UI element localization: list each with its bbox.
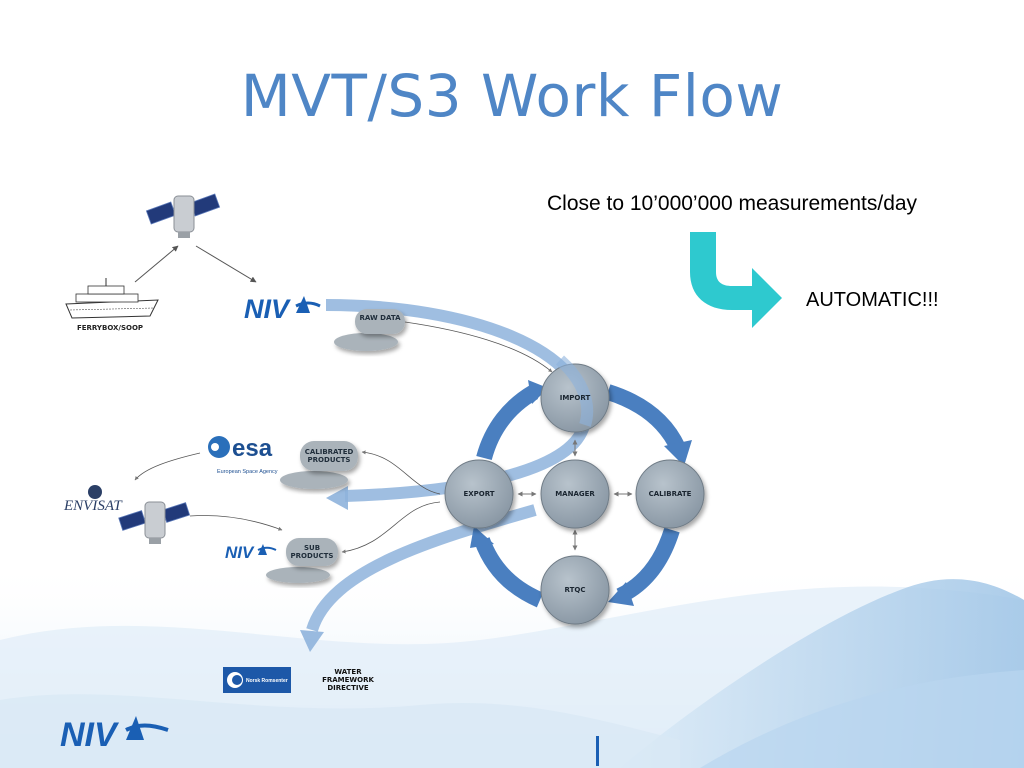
cycle-arrows (470, 380, 692, 608)
niva-logo-bottom: NIV (60, 716, 169, 754)
automatic-arrow (690, 232, 782, 328)
ferrybox-label: FERRYBOX/SOOP (76, 324, 144, 332)
calibrate-label: CALIBRATE (648, 490, 692, 498)
sub-products-item (266, 538, 338, 583)
export-label: EXPORT (463, 490, 495, 498)
ferry-icon (65, 278, 159, 319)
slide-title: MVT/S3 Work Flow (240, 62, 784, 130)
sub-products-label: SUB PRODUCTS (290, 544, 334, 560)
calibrated-products-label: CALIBRATED PRODUCTS (304, 448, 354, 464)
page-marker (596, 736, 599, 766)
raw-data-item (334, 309, 405, 351)
wfd-label: WATER FRAMEWORK DIRECTIVE (322, 668, 374, 692)
node-rtqc (540, 555, 610, 625)
import-label: IMPORT (559, 394, 591, 402)
norsk-romsenter-logo: Norsk Romsenter (223, 667, 291, 693)
satellite-icon (145, 193, 221, 238)
esa-subtitle: European Space Agency (217, 469, 278, 475)
esa-name: esa (232, 435, 273, 462)
envisat-logo: ENVISAT (63, 485, 123, 514)
svg-text:NIV: NIV (225, 543, 255, 562)
node-export (444, 459, 514, 529)
node-calibrate (635, 459, 705, 529)
calibrated-products-item (280, 441, 358, 489)
node-manager (540, 459, 610, 529)
norsk-romsenter-name: Norsk Romsenter (246, 678, 288, 684)
niva-logo-mid: NIV (225, 543, 277, 562)
svg-text:NIV: NIV (244, 294, 291, 324)
rtqc-label: RTQC (564, 586, 586, 594)
esa-logo: esa European Space Agency (208, 435, 278, 475)
raw-data-label: RAW DATA (359, 314, 401, 322)
automatic-label: AUTOMATIC!!! (806, 289, 939, 311)
envisat-name: ENVISAT (63, 498, 123, 514)
svg-text:NIV: NIV (60, 716, 120, 754)
manager-label: MANAGER (555, 490, 595, 498)
measurement-note: Close to 10’000’000 measurements/day (547, 192, 918, 215)
satellite-icon-2 (118, 501, 191, 544)
niva-logo-top: NIV (244, 294, 321, 324)
